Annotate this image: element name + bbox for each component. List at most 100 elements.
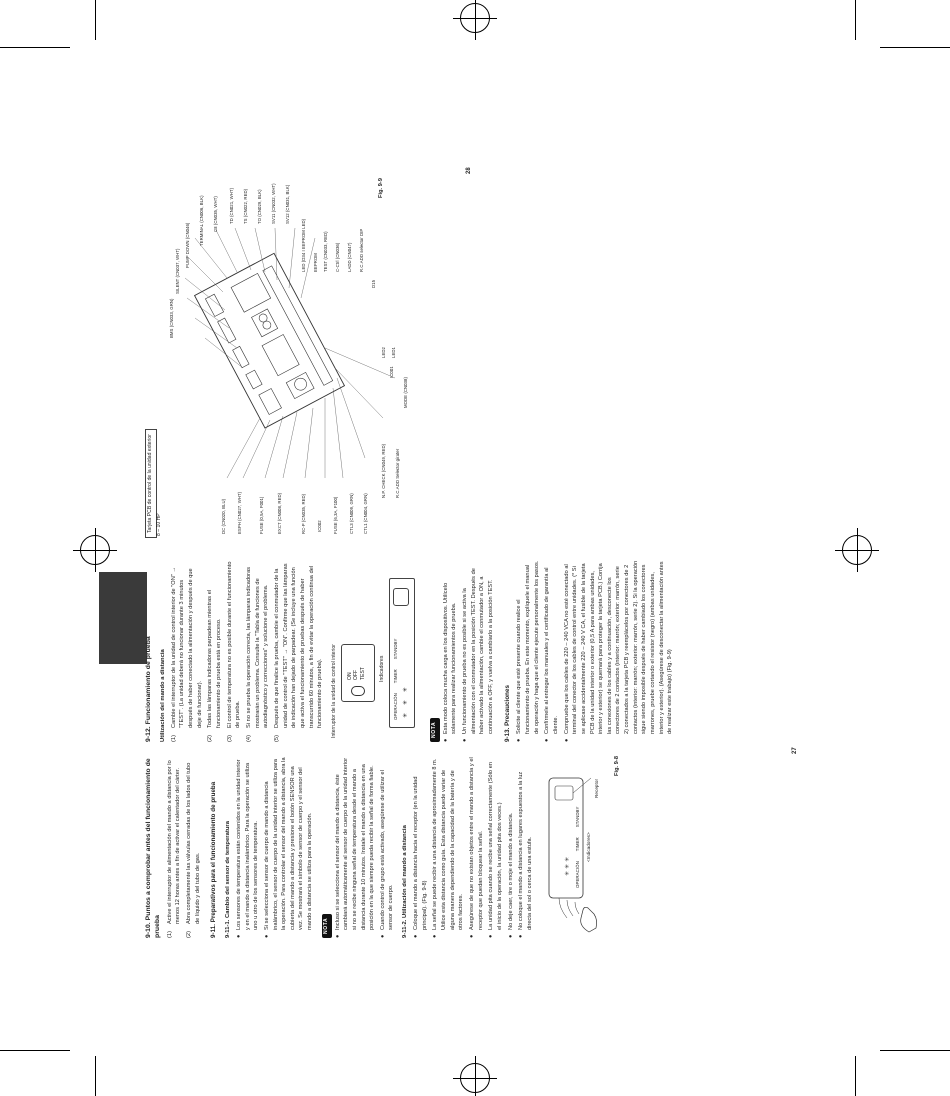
pcb-label: EXCT (CN008, RED) [277,492,282,534]
registration-mark [453,1056,497,1096]
heading-9-13: 9-13. Precauciones [503,685,511,742]
bullet-item: ●Confírmele al entregar los manuales y e… [544,567,559,742]
switch-caption: Interruptor de la unidad de control inte… [330,644,337,738]
pcb-label: ESPH (CN027, WHT) [237,491,242,534]
heading-9-12-sub: Utilización del mando a distancia [159,649,166,742]
bullet-item: ●Incluso si se selecciona el sensor del … [334,757,376,938]
heading-9-11-1: 9-11-1. Cambio del sensor de temperatura [224,820,231,938]
pcb-label: IC001 [389,366,394,378]
pcb-label: FUSE (6,3A, F100) [333,496,338,534]
pcb-label: C-Ctrl (CN036) [335,242,340,272]
pcb-title-box: Tarjeta PCB de control de la unidad exte… [145,429,157,538]
bullet-item: ●Asegúrese de que no existan objetos ent… [469,757,484,938]
pcb-subtitle: 8 – 10 HP [156,513,162,536]
list-item: (5)Después de que finalice la prueba, ca… [274,563,324,742]
pcb-label: LADD (CN047) [347,242,352,273]
switch-positions: ON OFF TEST [346,667,366,680]
crop-mark [880,1050,950,1051]
bullet-item: ●Esta modo coloca mucha carga en los dis… [442,582,458,742]
registration-mark [73,528,117,572]
list-item: (2)Todas las lámparas indicadoras parpad… [207,589,223,742]
registration-mark [835,528,879,572]
bullet-item: ●No coloque el mando a distancia en luga… [518,771,533,938]
page-number-right: 28 [466,167,472,174]
crop-mark [880,47,950,48]
registration-mark [453,0,497,40]
pcb-label: EEPROM [313,253,318,272]
crop-mark [0,1050,70,1051]
indicator-labels: OPERACIÓN TIMER STANDBY [574,806,580,889]
list-item: (1)Active el interruptor de alimentación… [166,760,182,938]
section-thumb-tab [99,572,147,664]
remote-control-illustration: ✳ ✳ ✳ [548,777,597,933]
pcb-label: SV11 (CN032, WHT) [271,183,276,224]
crop-mark [0,47,70,48]
pcb-label: TO (CN029, BLK) [257,189,262,224]
list-item: (3)El control de temperatura no es posib… [226,561,242,742]
pcb-label: LED1 [391,347,396,358]
heading-9-11-2: 9-11-2. Utilización del mando a distanci… [402,825,409,938]
pcb-label: N.P. CHECK (CN049, RED) [381,443,386,498]
bullet-item: ●Si se selecciona el sensor de cuerpo de… [263,757,314,938]
nota-badge: NOTA [321,913,332,938]
pcb-label: TS (CN022, RED) [243,188,248,224]
nota-badge: NOTA [429,717,440,742]
pcb-label: IC002 [317,520,322,532]
list-item: (4)Si no se prueba la operación correcta… [246,566,270,742]
left-column-2: 9-12. Funcionamiento de prueba Utilizaci… [145,560,677,742]
heading-9-10: 9-10. Puntos a comprobar antes del funci… [145,758,161,938]
bullet-item: ●Cuando control de grupo está activado, … [379,770,395,938]
test-switch-figure: Interruptor de la unidad de control inte… [329,560,421,742]
pcb-label: RC-P (CN035, RED) [301,493,306,534]
left-column-1: 9-10. Puntos a comprobar antes del funci… [145,756,621,938]
list-item: (2)Abra completamente las válvulas cerra… [185,762,201,938]
bullet-item: ●Un funcionamiento de prueba no es posib… [462,568,494,742]
page-27: 9-10. Puntos a comprobar antes del funci… [145,558,805,938]
pcb-label: CTL3 (CN009, GRN) [349,493,354,534]
receiver-label: Receptor [593,778,599,798]
pcb-label: R.C.ADD Selector girater [395,448,400,498]
indicator-lamp-icons: ✳ ✳ ✳ [401,687,409,718]
bullet-item: ●Los sensores de temperatura están conte… [235,759,260,938]
pcb-label: TEST (CN033, RED) [323,231,328,272]
pcb-label: PUMP DOWN (CN046) [185,222,190,268]
bullet-item: ●Compruebe que los cables de 220 – 240 V… [563,560,674,742]
pcb-label: D15 [371,279,376,288]
pcb-label: CTL1 (CN004, GRN) [363,493,368,534]
heading-9-12: 9-12. Funcionamiento de prueba [145,636,152,742]
crop-mark [95,1056,96,1096]
pcb-label: TERMINAL (CN006, BLK) [199,195,204,246]
pcb-label: FUSE (0,5A, F001) [259,496,264,534]
bullet-item: ●La señal se puede recibir a una distanc… [432,758,465,938]
list-item: (1)Cambie el interruptor de la unidad de… [170,566,203,742]
crop-mark [95,0,96,40]
figure-9-8: ✳ ✳ ✳ Receptor <Indicadores> OPERACIÓN T… [539,756,609,938]
pcb-label: R.C.ADD selector DIP [359,228,364,272]
pcb-label: C3 (CN035, WHT) [213,196,218,232]
fig-9-8-label: Fig. 9-8 [613,756,620,776]
pcb-diagram [184,227,396,479]
pcb-label: SILENT (CN037, WHT) [175,248,180,294]
indicators-caption: <Indicadores> [585,832,591,862]
page-28: Tarjeta PCB de control de la unidad exte… [145,158,805,538]
rotated-spread: 9-10. Puntos a comprobar antes del funci… [145,158,805,938]
heading-9-11: 9-11. Preparativos para el funcionamient… [210,781,218,938]
pcb-label: BMS (CN033, GRN) [169,298,174,338]
pcb-label: SV12 (CN031, BLK) [285,184,290,224]
crop-mark [855,0,856,40]
pcb-label: LED (D34 I EEPROM LED) [301,218,306,272]
pcb-label: TD (CN021, WHT) [229,187,234,224]
page-number-left: 27 [792,747,798,754]
bullet-item: ●Solicite al cliente que esté presente c… [516,560,540,742]
crop-mark [855,1056,856,1096]
pcb-label: DC (CN020, BLU) [221,498,226,534]
pcb-label: MODE (CN038) [403,377,408,408]
fig-9-9-label: Fig. 9-9 [378,178,384,198]
bullet-item: ●La unidad pita cuando se recibe una señ… [488,761,504,938]
pcb-label: LED2 [381,347,386,358]
indicator-labels: OPERACIÓN TIMER STANDBY [392,638,398,721]
indicators-caption: Indicadores [378,655,385,682]
svg-text:✳ ✳ ✳: ✳ ✳ ✳ [564,857,571,876]
bullet-item: ●Coloque el mando a distancia hacia el r… [413,776,428,938]
bullet-item: ●No deje caer, tire o moje el mando a di… [507,812,514,938]
